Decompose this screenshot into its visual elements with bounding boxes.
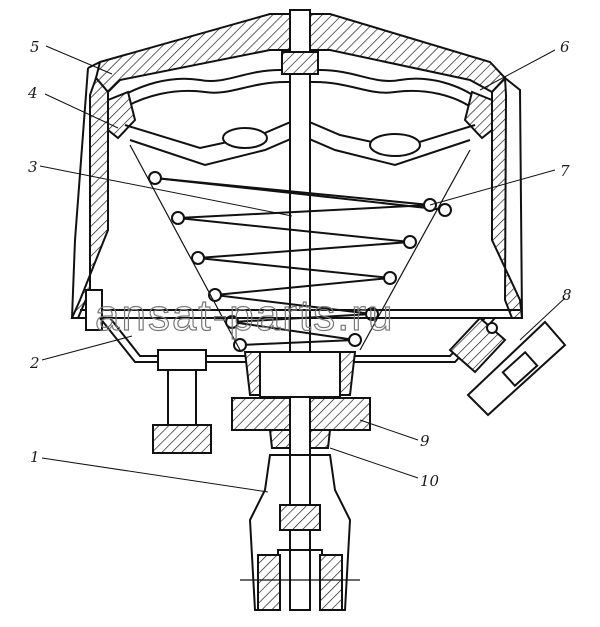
mounting-stud-left-shank [167, 369, 197, 426]
plate-hole-right [369, 133, 421, 157]
flange-bolt [85, 289, 103, 331]
watermark: ansat-parts.ru [95, 291, 394, 340]
seal-ring-left [107, 90, 137, 140]
return-spring [148, 171, 452, 352]
callout-8: 8 [562, 286, 572, 304]
leader-lines [39, 45, 566, 493]
lock-nut [268, 429, 291, 449]
mounting-nut-left [152, 424, 212, 454]
clevis-fork [248, 454, 352, 611]
callout-2: 2 [29, 354, 40, 372]
seal-pack [231, 397, 291, 431]
callout-3: 3 [28, 158, 38, 176]
callout-7: 7 [560, 162, 570, 180]
air-inlet-fitting [448, 316, 567, 417]
housing-outline [71, 61, 523, 319]
callout-9: 9 [420, 432, 430, 450]
callout-4: 4 [27, 84, 38, 102]
housing-right-wall [491, 75, 524, 319]
mounting-stud-left [157, 349, 207, 371]
plate-hole-left [222, 127, 268, 149]
rod-top-cap [289, 9, 311, 53]
callout-6: 6 [560, 38, 570, 56]
rod-top-nut [281, 51, 319, 75]
clevis-slot [279, 504, 321, 531]
callout-5: 5 [30, 38, 40, 56]
callout-1: 1 [30, 448, 40, 466]
callout-10: 10 [420, 472, 440, 490]
seal-ring-right [463, 90, 493, 140]
